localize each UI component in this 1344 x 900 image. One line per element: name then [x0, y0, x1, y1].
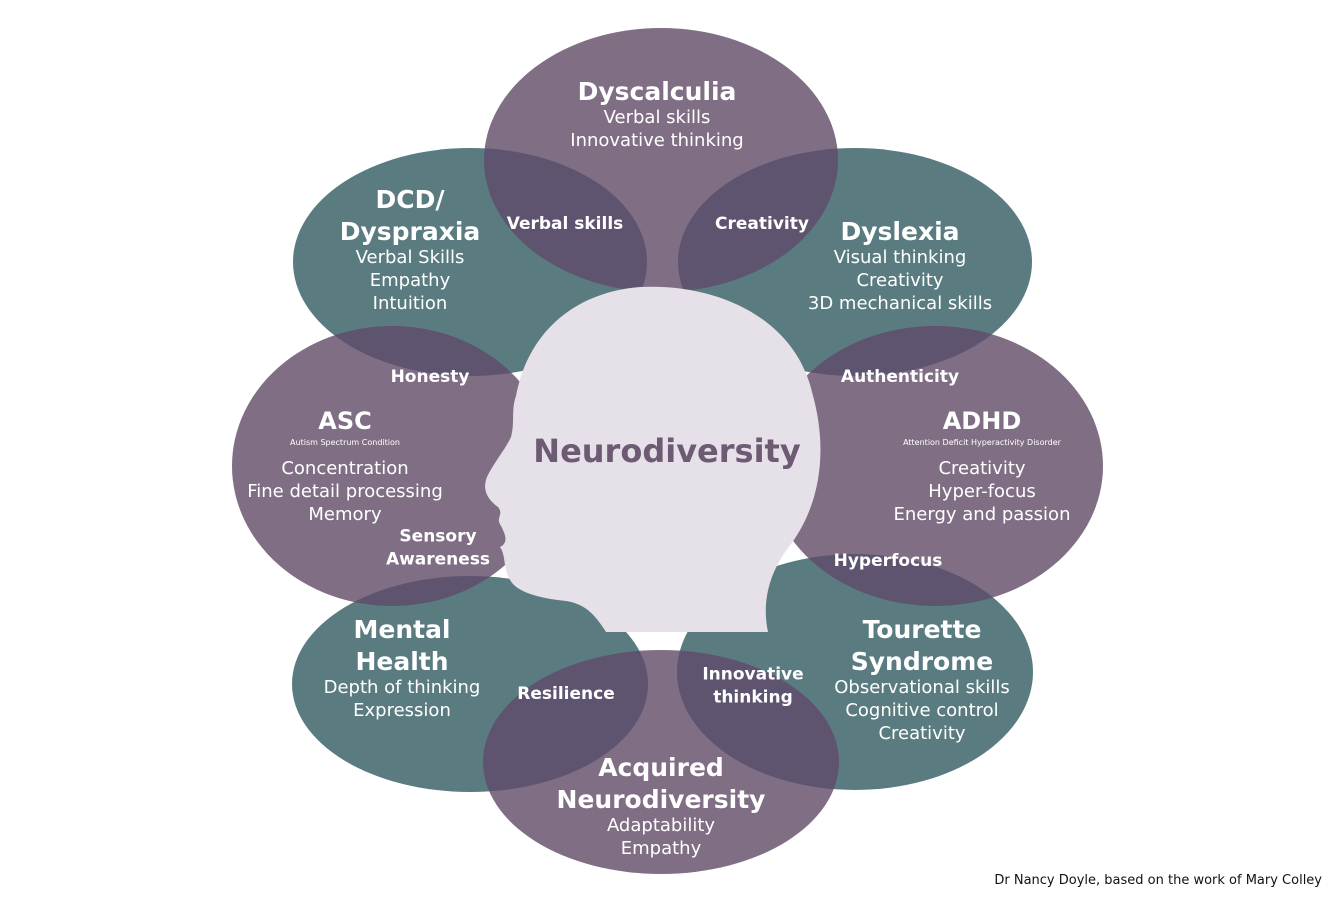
overlap-region-dcd-dyscalculia — [484, 148, 647, 292]
overlap-region-dyscalculia-dyslexia — [678, 148, 838, 292]
petal-strength-acquired: Adaptability — [607, 815, 715, 836]
petal-strength-dyscalculia: Verbal skills — [604, 107, 711, 128]
petal-title-dcd: DCD/ — [376, 185, 446, 214]
petal-title-acquired: Acquired — [598, 753, 724, 782]
petal-title-acquired: Neurodiversity — [557, 785, 766, 814]
overlap-label-acquired-mental-health: Resilience — [517, 684, 614, 704]
overlap-label-dyslexia-adhd: Authenticity — [841, 367, 959, 387]
petal-strength-adhd: Hyper-focus — [928, 481, 1035, 502]
petal-strength-dyslexia: Visual thinking — [834, 247, 967, 268]
overlap-label-asc-dcd: Honesty — [391, 367, 470, 387]
petal-strength-dyscalculia: Innovative thinking — [570, 130, 743, 151]
petal-asc — [232, 326, 552, 606]
petal-strength-mental-health: Depth of thinking — [324, 677, 481, 698]
petal-strength-acquired: Empathy — [621, 838, 702, 859]
overlap-lens-layer — [292, 148, 1033, 792]
petal-adhd — [767, 326, 1103, 606]
petal-strength-tourette: Cognitive control — [845, 700, 998, 721]
petal-strength-asc: Memory — [308, 504, 382, 525]
petal-note-adhd: Attention Deficit Hyperactivity Disorder — [903, 438, 1062, 447]
overlap-labels-layer: CreativityAuthenticityHyperfocusInnovati… — [386, 214, 959, 708]
overlap-label-dcd-dyscalculia: Verbal skills — [507, 214, 624, 234]
petal-title-adhd: ADHD — [943, 407, 1022, 435]
petal-title-dcd: Dyspraxia — [340, 217, 481, 246]
petal-title-mental-health: Health — [355, 647, 448, 676]
overlap-label-dyscalculia-dyslexia: Creativity — [715, 214, 809, 234]
overlap-region-tourette-acquired — [677, 650, 839, 790]
overlap-label-mental-health-asc: Awareness — [386, 550, 490, 570]
petal-strength-dyslexia: 3D mechanical skills — [808, 293, 992, 314]
overlap-label-tourette-acquired: thinking — [713, 688, 793, 708]
petal-strength-adhd: Energy and passion — [894, 504, 1071, 525]
petal-title-dyscalculia: Dyscalculia — [578, 77, 737, 106]
petal-title-mental-health: Mental — [353, 615, 450, 644]
petal-note-asc: Autism Spectrum Condition — [290, 438, 400, 447]
petal-strength-dcd: Empathy — [370, 270, 451, 291]
petal-label-adhd: ADHD Attention Deficit Hyperactivity Diso… — [894, 407, 1071, 525]
petal-title-tourette: Tourette — [863, 615, 982, 644]
petal-label-acquired: AcquiredNeurodiversityAdaptabilityEmpath… — [557, 753, 766, 859]
petal-title-tourette: Syndrome — [851, 647, 994, 676]
center-title: Neurodiversity — [533, 432, 801, 470]
petal-strength-dyslexia: Creativity — [856, 270, 943, 291]
petal-strength-dcd: Verbal Skills — [356, 247, 465, 268]
petal-strength-mental-health: Expression — [353, 700, 451, 721]
petal-strength-dcd: Intuition — [373, 293, 448, 314]
head-silhouette-icon — [485, 286, 821, 632]
overlap-label-mental-health-asc: Sensory — [399, 527, 476, 547]
attribution-credit: Dr Nancy Doyle, based on the work of Mar… — [994, 873, 1322, 888]
petal-strength-asc: Fine detail processing — [247, 481, 443, 502]
petal-strength-adhd: Creativity — [938, 458, 1025, 479]
petal-label-asc: ASC Autism Spectrum ConditionConcentratio… — [247, 407, 443, 525]
petal-title-asc: ASC — [318, 407, 371, 435]
petal-strength-tourette: Creativity — [878, 723, 965, 744]
petal-strength-tourette: Observational skills — [834, 677, 1010, 698]
petal-strength-asc: Concentration — [281, 458, 408, 479]
overlap-label-adhd-tourette: Hyperfocus — [834, 551, 943, 571]
petal-title-dyslexia: Dyslexia — [840, 217, 959, 246]
overlap-label-tourette-acquired: Innovative — [702, 665, 803, 685]
overlap-region-acquired-mental-health — [483, 650, 648, 792]
